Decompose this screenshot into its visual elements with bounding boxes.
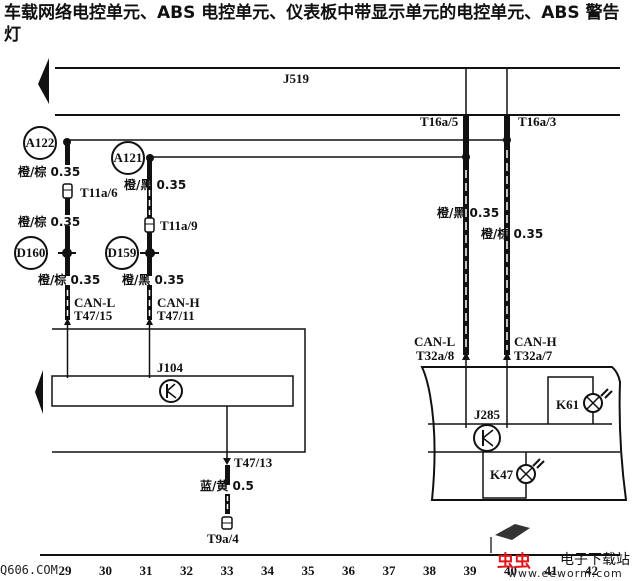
grid-numbers: 29 30 31 32 33 34 35 36 37 38 39 40 41 42	[59, 563, 599, 578]
grid-number: 41	[545, 563, 558, 578]
svg-text:A122: A122	[26, 135, 55, 150]
wire-label: 橙/黑 0.35	[437, 205, 499, 220]
grid-number: 40	[504, 563, 517, 578]
graduation-cap-icon	[490, 524, 530, 553]
grid-number: 29	[59, 563, 73, 578]
wire-label: 橙/棕 0.35	[481, 226, 543, 241]
wire-label: 橙/棕 0.35	[18, 164, 80, 179]
wire-can-l-right	[462, 115, 470, 428]
grid-number: 38	[423, 563, 437, 578]
grid-number: 36	[342, 563, 356, 578]
label-k61: K61	[556, 397, 579, 412]
connector-label: T11a/9	[160, 218, 198, 233]
connector-label: T32a/8	[416, 348, 455, 363]
connector-label: T16a/3	[518, 114, 557, 129]
connector-label: T32a/7	[514, 348, 553, 363]
transistor-icon	[159, 379, 183, 403]
wire-label: 蓝/黄 0.5	[200, 478, 254, 493]
wire-can-h-right	[503, 115, 511, 428]
warning-lamp-k47-icon	[516, 458, 545, 484]
label-j104: J104	[157, 360, 184, 375]
label-j285: J285	[474, 407, 501, 422]
grid-number: 31	[140, 563, 153, 578]
watermark-name: 电子下载站	[560, 552, 630, 568]
module-j104: J104	[35, 328, 306, 453]
ground-d160: D160	[14, 236, 48, 270]
wire-label: 橙/棕 0.35	[38, 272, 100, 287]
grid-number: 33	[221, 563, 235, 578]
diagram-title: 车载网络电控单元、ABS 电控单元、仪表板中带显示单元的电控单元、ABS 警告灯	[4, 3, 620, 45]
watermark-logo: 虫虫	[497, 552, 531, 572]
grid-number: 35	[302, 563, 316, 578]
connector-label: T11a/6	[80, 185, 118, 200]
watermark-url: www.eeworm.com	[508, 567, 623, 580]
connector-label: T47/15	[74, 308, 113, 323]
wire-t47-13	[223, 406, 231, 514]
grid-number: 42	[585, 563, 598, 578]
arrow-left-icon	[35, 370, 43, 414]
label-k47: K47	[490, 467, 514, 482]
connector-label: T47/13	[234, 455, 273, 470]
connector-t11a-6	[62, 183, 73, 199]
warning-lamp-k61-icon	[583, 388, 613, 413]
grid-number: 39	[464, 563, 478, 578]
transistor-icon	[473, 424, 501, 452]
arrow-left-icon	[38, 58, 49, 104]
grid-number: 30	[99, 563, 112, 578]
connector-label: T9a/4	[207, 531, 239, 546]
grid-number: 37	[383, 563, 397, 578]
label-j519: J519	[283, 71, 310, 86]
signal-label: CAN-H	[157, 295, 200, 310]
svg-text:D159: D159	[108, 245, 137, 260]
signal-label: CAN-H	[514, 334, 557, 349]
grid-number: 34	[261, 563, 275, 578]
signal-label: CAN-L	[414, 334, 455, 349]
wire-can-h-left	[146, 160, 153, 378]
grid-number: 32	[180, 563, 193, 578]
svg-text:A121: A121	[114, 150, 143, 165]
wire-label: 橙/棕 0.35	[18, 214, 80, 229]
connector-label: T47/11	[157, 308, 195, 323]
wire-label: 橙/黑 0.35	[122, 272, 184, 287]
svg-text:D160: D160	[17, 245, 46, 260]
connector-label: T16a/5	[420, 114, 459, 129]
ground-d159: D159	[105, 236, 139, 270]
ground-a121: A121	[111, 141, 145, 175]
module-j285: J285 K61 K47	[420, 366, 628, 501]
connector-t11a-9	[144, 217, 155, 233]
ground-a122: A122	[23, 126, 57, 160]
watermark-site: Q606.COM	[0, 563, 58, 577]
signal-label: CAN-L	[74, 295, 115, 310]
wire-label: 橙/黑 0.35	[124, 177, 186, 192]
module-j519: J519	[38, 58, 620, 116]
